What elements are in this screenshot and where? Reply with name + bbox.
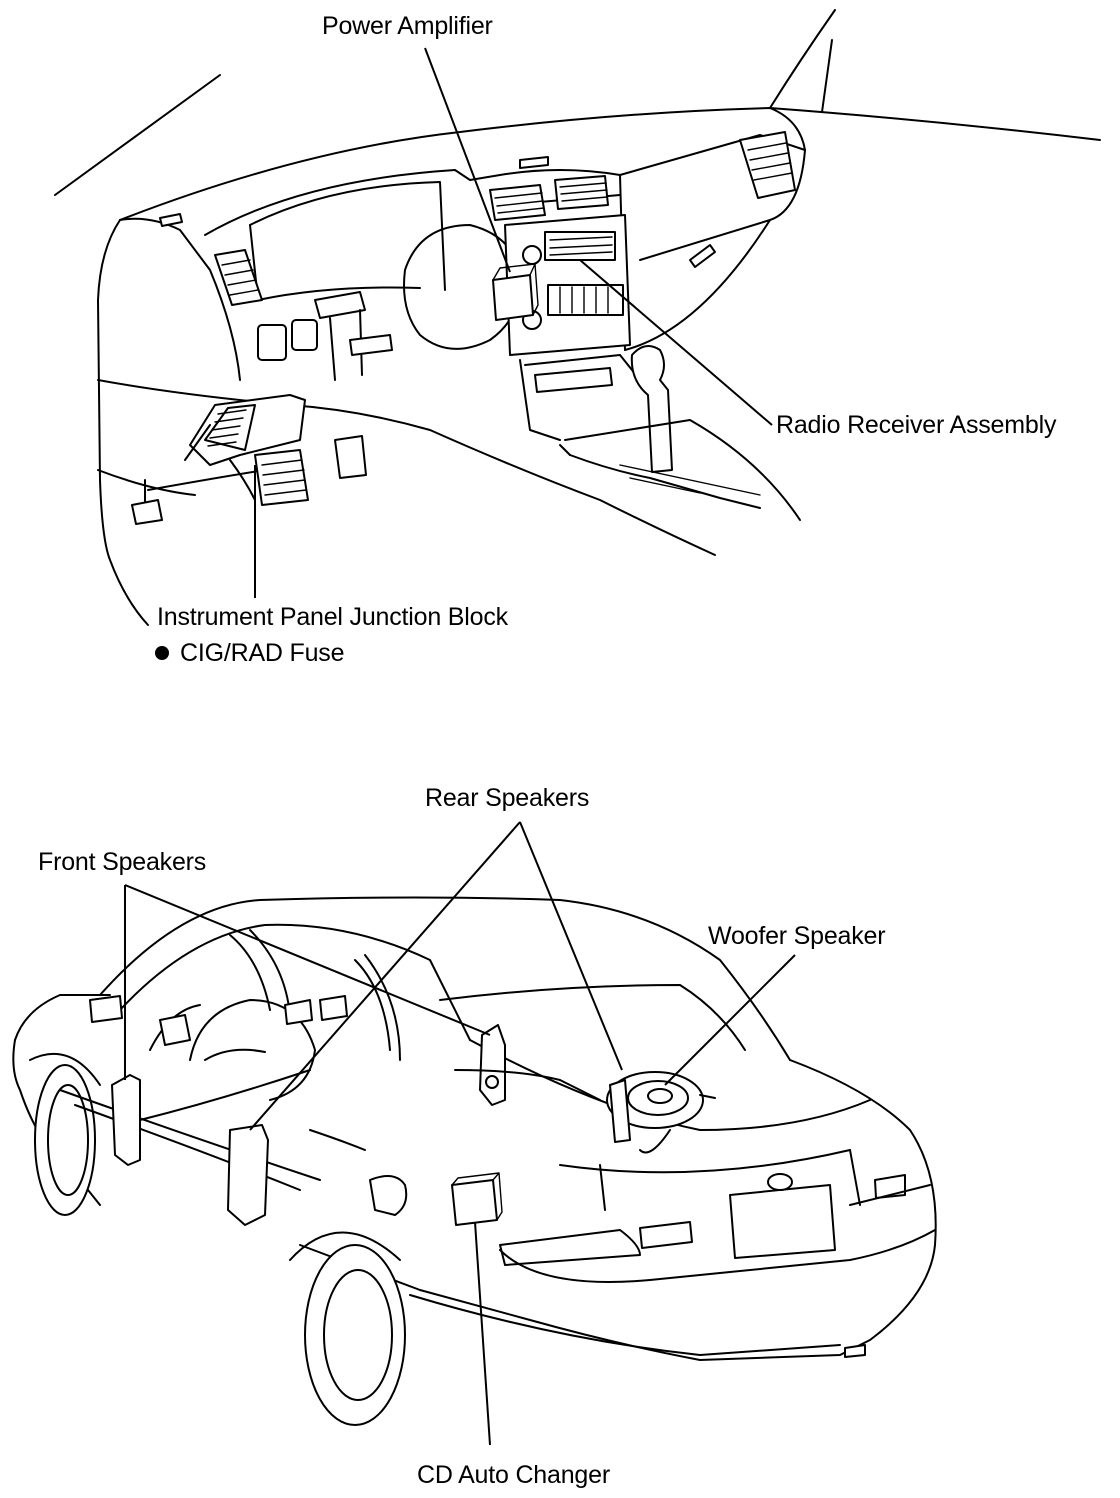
power-amplifier-leader <box>424 47 511 273</box>
dashboard-illustration <box>54 9 1101 626</box>
woofer-speaker-leader <box>664 954 796 1086</box>
cd-changer-leader <box>474 1221 491 1446</box>
front-speakers-leader <box>124 884 491 1080</box>
label-cd-auto-changer: CD Auto Changer <box>417 1461 610 1489</box>
bullet-dot <box>155 646 169 660</box>
label-woofer-speaker: Woofer Speaker <box>708 922 886 950</box>
label-radio-receiver-assembly: Radio Receiver Assembly <box>776 411 1057 439</box>
label-power-amplifier: Power Amplifier <box>322 12 493 40</box>
label-front-speakers: Front Speakers <box>38 848 207 876</box>
radio-receiver-leader <box>579 259 773 426</box>
label-rear-speakers: Rear Speakers <box>425 784 590 812</box>
rear-speakers-leader <box>249 821 623 1131</box>
label-cig-rad-fuse: CIG/RAD Fuse <box>180 639 345 667</box>
car-illustration <box>12 896 937 1426</box>
label-instrument-panel-junction-block: Instrument Panel Junction Block <box>157 603 508 631</box>
